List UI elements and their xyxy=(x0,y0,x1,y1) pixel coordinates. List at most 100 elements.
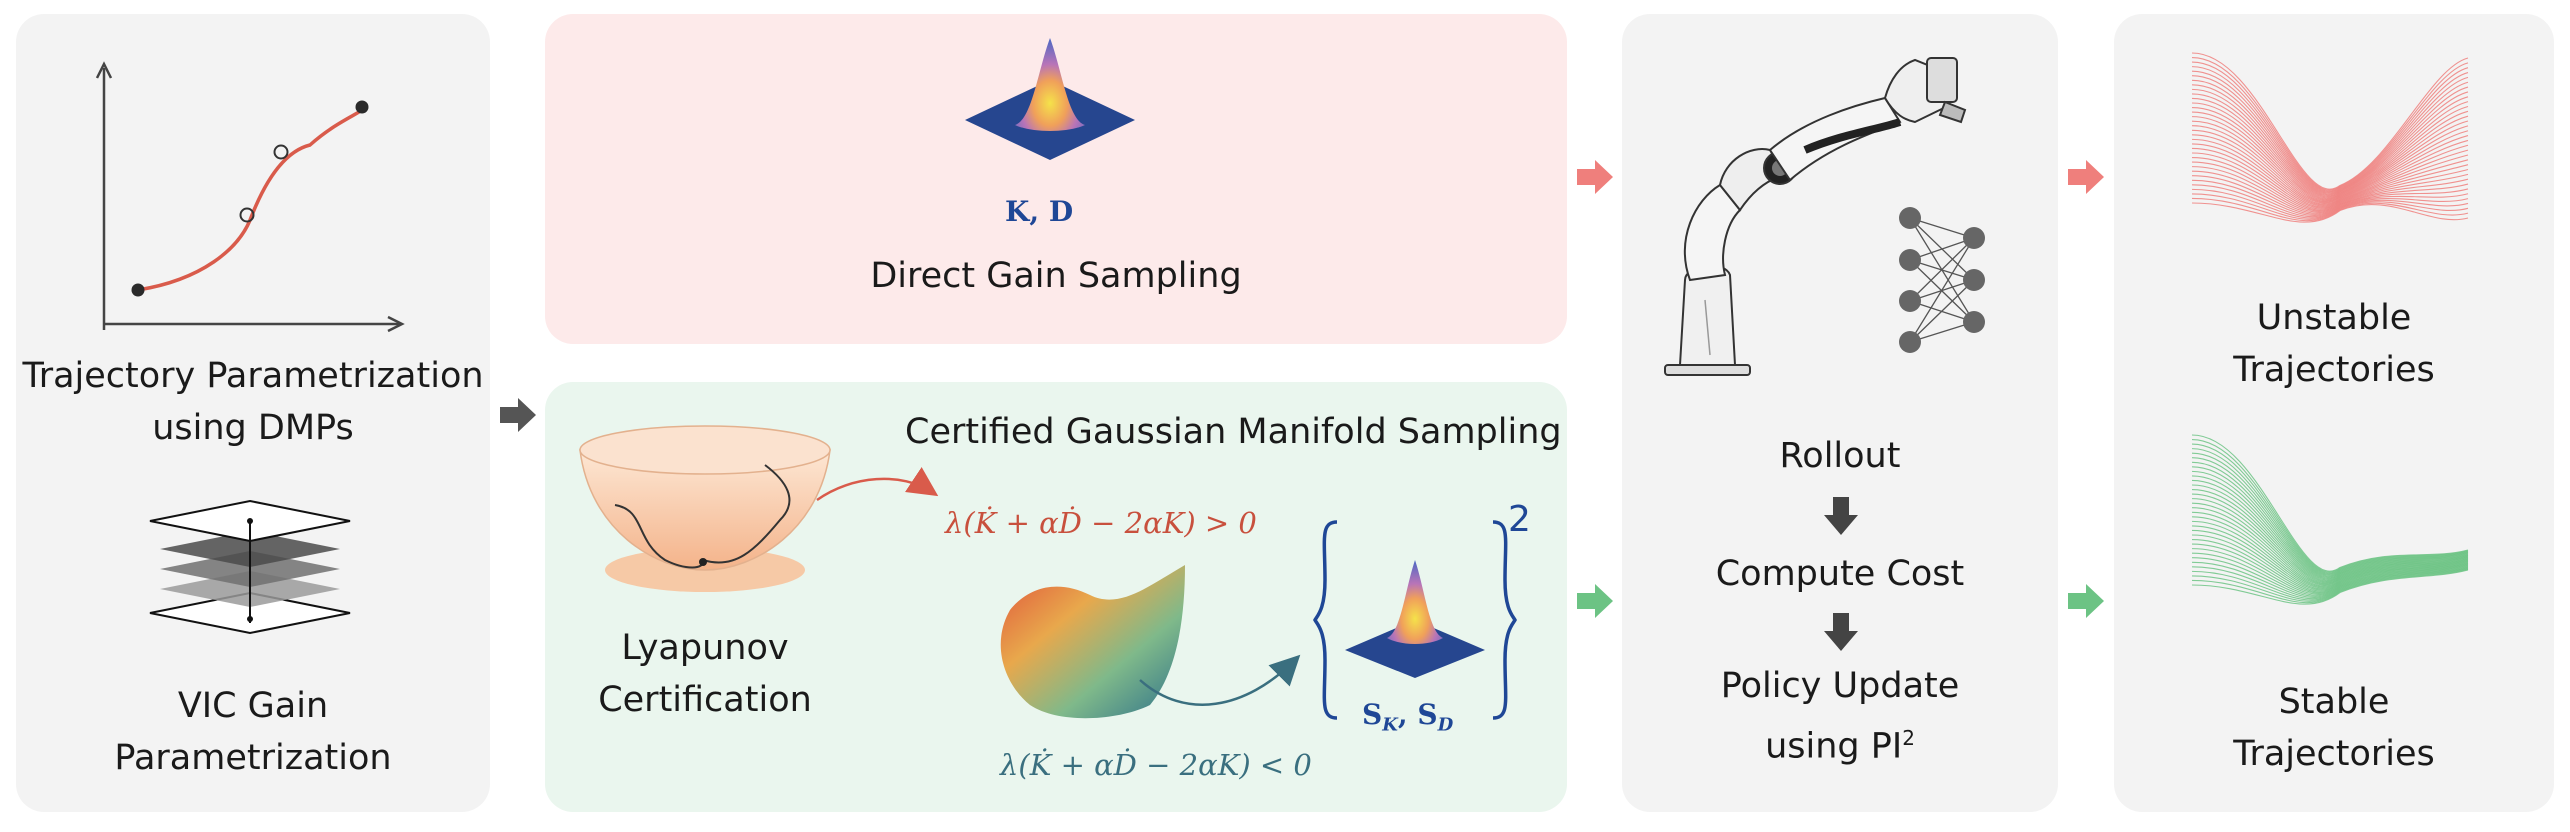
parametrization-panel xyxy=(16,14,490,812)
trajectory-line xyxy=(2191,548,2469,595)
trajectory-line xyxy=(2191,484,2469,582)
trajectory-line xyxy=(2191,79,2469,195)
trajectory-line xyxy=(2191,452,2469,575)
results-panel xyxy=(2114,14,2554,812)
trajectory-line xyxy=(2191,566,2469,600)
stable-trajectories-plot xyxy=(2191,434,2469,605)
direct-gain-title: Direct Gain Sampling xyxy=(870,256,1242,296)
stable-trajectories-label: Stable Trajectories xyxy=(2233,682,2435,774)
negative-eigen-condition: λ(K̇ + αḊ − 2αK) < 0 xyxy=(1000,748,1312,782)
vic-gain-label: VIC Gain Parametrization xyxy=(114,686,392,778)
trajectory-line xyxy=(2191,511,2469,587)
trajectory-line xyxy=(2191,84,2469,196)
trajectory-line xyxy=(2191,457,2469,576)
trajectory-line xyxy=(2191,529,2469,591)
certified-gain-label: SK, SD xyxy=(1362,698,1454,736)
trajectory-line xyxy=(2191,568,2469,602)
certified-gain-bracket xyxy=(1313,520,1517,720)
arrow-right-icon xyxy=(1577,160,1613,194)
unstable-trajectories-plot xyxy=(2191,52,2469,223)
trajectory-line xyxy=(2191,61,2469,192)
trajectory-line xyxy=(2191,543,2469,594)
arrow-down-icon xyxy=(1824,497,1858,535)
arrow-right-icon xyxy=(2068,160,2104,194)
arrow-down-icon xyxy=(1824,613,1858,651)
trajectory-line xyxy=(2191,520,2469,589)
trajectory-line xyxy=(2191,470,2469,579)
trajectory-line xyxy=(2191,475,2469,580)
trajectory-line xyxy=(2191,502,2469,585)
trajectory-line xyxy=(2191,75,2469,194)
trajectory-line xyxy=(2191,138,2469,207)
vic-gain-layers-icon xyxy=(149,499,351,635)
lyapunov-bowl-icon xyxy=(579,425,831,592)
robot-arm-icon xyxy=(1664,57,1967,376)
direct-gain-label: K, D xyxy=(1005,195,1074,228)
trajectory-line xyxy=(2191,525,2469,590)
trajectory-line xyxy=(2191,561,2469,599)
trajectory-line xyxy=(2191,193,2469,220)
trajectory-line xyxy=(2191,443,2469,574)
trajectory-line xyxy=(2191,166,2469,213)
trajectory-line xyxy=(2191,434,2469,572)
trajectory-line xyxy=(2191,557,2469,597)
arrow-right-icon xyxy=(1577,584,1613,618)
trajectory-line xyxy=(2191,156,2469,211)
trajectory-line xyxy=(2191,534,2469,592)
trajectory-line xyxy=(2191,538,2469,593)
trajectory-line xyxy=(2191,66,2469,192)
trajectory-line xyxy=(2191,70,2469,193)
dmp-via-point xyxy=(239,207,255,223)
trajectory-line xyxy=(2191,461,2469,577)
trajectory-line xyxy=(2191,116,2469,202)
dmp-via-point xyxy=(273,144,289,160)
trajectory-line xyxy=(2191,52,2469,190)
bracket-superscript: 2 xyxy=(1508,499,1531,540)
trajectory-line xyxy=(2191,93,2469,198)
arrow-right-icon xyxy=(2068,584,2104,618)
trajectory-line xyxy=(2191,56,2469,191)
trajectory-line xyxy=(2191,147,2469,209)
trajectory-line xyxy=(2191,567,2469,601)
certified-sampling-title: Certified Gaussian Manifold Sampling xyxy=(905,412,1562,452)
trajectory-line xyxy=(2191,466,2469,578)
trajectory-line xyxy=(2191,184,2469,218)
trajectory-line xyxy=(2191,493,2469,583)
saddle-manifold-icon xyxy=(1000,565,1185,719)
dmp-start-point xyxy=(131,283,145,297)
trajectory-line xyxy=(2191,129,2469,205)
trajectory-line xyxy=(2191,111,2469,201)
policy-update-step: Policy Update using PI2 xyxy=(1720,666,1960,767)
positive-eigen-condition: λ(K̇ + αḊ − 2αK) > 0 xyxy=(945,506,1257,540)
compute-cost-step: Compute Cost xyxy=(1715,554,1965,594)
gaussian-gain-peak-icon xyxy=(965,38,1135,160)
trajectory-line xyxy=(2191,516,2469,588)
trajectory-line xyxy=(2191,102,2469,200)
trajectory-line xyxy=(2191,438,2469,573)
trajectory-line xyxy=(2191,202,2469,223)
trajectory-line xyxy=(2191,161,2469,212)
trajectory-line xyxy=(2191,498,2469,584)
trajectory-line xyxy=(2191,179,2469,217)
trajectory-line xyxy=(2191,170,2469,214)
trajectory-line xyxy=(2191,106,2469,201)
trajectory-line xyxy=(2191,120,2469,203)
dmp-goal-point xyxy=(355,100,369,114)
trajectory-line xyxy=(2191,143,2469,208)
rollout-step: Rollout xyxy=(1779,436,1901,476)
unstable-trajectories-label: Unstable Trajectories xyxy=(2233,298,2435,390)
trajectory-line xyxy=(2191,197,2469,222)
dmp-trajectory-plot xyxy=(95,61,405,333)
trajectory-line xyxy=(2191,552,2469,596)
trajectory-line xyxy=(2191,88,2469,197)
trajectory-line xyxy=(2191,568,2469,604)
trajectory-param-label: Trajectory Parametrization using DMPs xyxy=(22,356,484,448)
trajectory-line xyxy=(2191,152,2469,210)
trajectory-line xyxy=(2191,507,2469,586)
trajectory-line xyxy=(2191,188,2469,219)
trajectory-line xyxy=(2191,569,2469,605)
trajectory-line xyxy=(2191,448,2469,574)
trajectory-line xyxy=(2191,479,2469,581)
manifold-to-gain-arrow xyxy=(1139,654,1301,706)
trajectory-line xyxy=(2191,488,2469,583)
